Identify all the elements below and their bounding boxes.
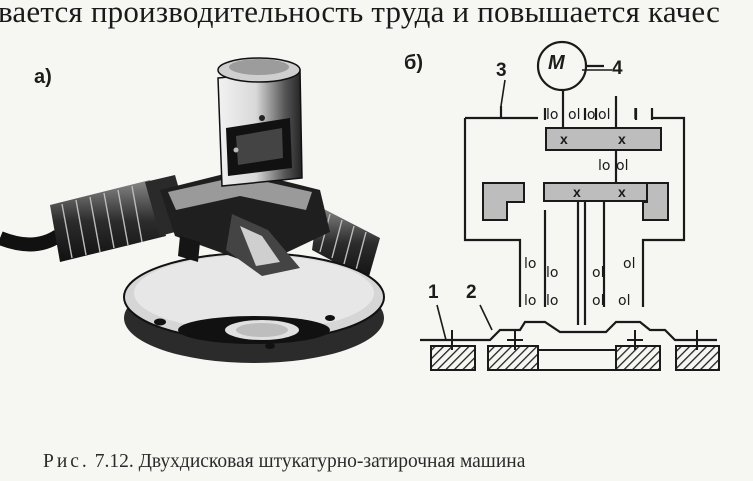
svg-text:ol: ol bbox=[616, 158, 628, 174]
gear-housing bbox=[160, 170, 330, 276]
callout-4: 4 bbox=[612, 58, 623, 79]
svg-text:ol: ol bbox=[592, 265, 604, 281]
svg-text:ol: ol bbox=[618, 293, 630, 309]
svg-text:lo: lo bbox=[546, 265, 558, 281]
gear-blocks bbox=[482, 127, 669, 221]
figure-b-label: б) bbox=[404, 52, 424, 74]
svg-text:ol: ol bbox=[592, 293, 604, 309]
svg-text:lo: lo bbox=[546, 107, 558, 123]
motor-label: М bbox=[548, 52, 565, 74]
svg-text:lo: lo bbox=[583, 107, 595, 123]
svg-text:lo: lo bbox=[524, 256, 536, 272]
svg-text:ol: ol bbox=[623, 256, 635, 272]
svg-text:x: x bbox=[573, 184, 581, 200]
callout-3: 3 bbox=[496, 60, 507, 81]
callout-2: 2 bbox=[466, 282, 477, 303]
caption-prefix: Рис. bbox=[43, 451, 90, 472]
svg-text:lo: lo bbox=[598, 158, 610, 174]
svg-text:x: x bbox=[618, 184, 626, 200]
svg-text:ol: ol bbox=[568, 107, 580, 123]
caption-body: 7.12. Двухдисковая штукатурно-затирочная… bbox=[89, 451, 526, 472]
motor-body bbox=[217, 57, 303, 187]
svg-text:lo: lo bbox=[524, 293, 536, 309]
svg-text:x: x bbox=[560, 131, 568, 147]
power-cable bbox=[0, 229, 62, 252]
svg-text:l: l bbox=[633, 107, 637, 123]
callout-1: 1 bbox=[428, 282, 439, 303]
figure-caption: Рис. 7.12. Двухдисковая штукатурно-затир… bbox=[43, 451, 525, 473]
figure-a-label: а) bbox=[34, 66, 52, 88]
svg-text:ol: ol bbox=[598, 107, 610, 123]
svg-text:lo: lo bbox=[546, 293, 558, 309]
body-text-line: вается производительность труда и повыша… bbox=[0, 0, 721, 29]
svg-text:x: x bbox=[618, 131, 626, 147]
base-disc bbox=[123, 252, 385, 363]
floor-slabs bbox=[430, 345, 720, 371]
